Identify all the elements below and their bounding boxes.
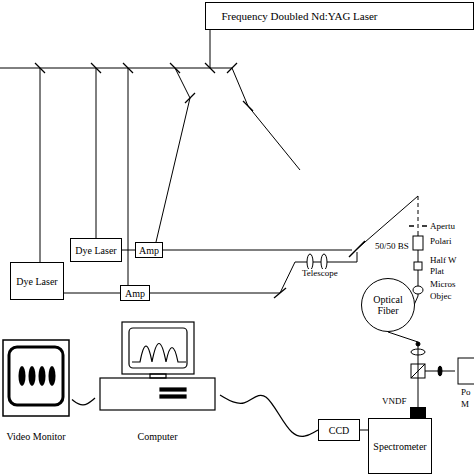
video-monitor-drawing [29, 366, 36, 386]
mirror-symbol [243, 101, 253, 111]
connector-line [122, 250, 135, 251]
aperture-symbol [422, 225, 427, 227]
component-label: Polari [429, 237, 453, 246]
pump-beam [96, 68, 97, 238]
dye-laser-box: Dye Laser [70, 238, 122, 262]
amplifier-box: Amp [120, 285, 150, 301]
video-monitor-drawing [19, 366, 26, 386]
mirror-symbol [170, 63, 180, 73]
half-wave-plate-symbol [414, 262, 422, 270]
node-label: Dye Laser [75, 245, 116, 256]
pump-beam [0, 30, 210, 68]
aperture-symbol [409, 225, 414, 227]
mirror-symbol [35, 63, 45, 73]
aperture-symbol [409, 225, 427, 227]
component-label: Telescope [301, 269, 339, 278]
mirror-symbol [123, 63, 133, 73]
node-label: Amp [139, 245, 159, 256]
microscope-objective-symbol [413, 286, 423, 294]
node-label: Optical Fiber [368, 294, 408, 316]
half-wave-plate-symbol [414, 262, 422, 270]
node-label: Spectrometer [373, 441, 426, 452]
node-label: Computer [138, 431, 178, 442]
node-label: Frequency Doubled Nd:YAG Laser [221, 10, 377, 22]
spectrometer-box: Spectrometer [368, 418, 432, 474]
dye-beam [150, 196, 418, 293]
component-label: Apertu [429, 222, 456, 231]
connector-line [72, 398, 95, 405]
component-label: Micros [429, 280, 457, 289]
telescope-lens [321, 254, 327, 270]
connector-line [360, 430, 368, 431]
mirror-symbol [91, 63, 101, 73]
computer-drawing [129, 328, 187, 368]
computer-drawing [150, 374, 166, 378]
computer-drawing [132, 344, 186, 363]
node-label: Amp [125, 288, 145, 299]
component-label: Po [460, 388, 472, 397]
microscope-objective-symbol [413, 286, 423, 294]
polarizer-symbol [413, 236, 423, 250]
power-meter-symbol [458, 358, 474, 384]
mirror-symbol [205, 63, 215, 73]
computer-unit: Computer [95, 318, 220, 442]
pump-beam [0, 30, 300, 285]
mirror-symbol [35, 63, 286, 298]
dye-beam [163, 250, 352, 251]
fiber-input-path [418, 196, 419, 232]
dye-beam [150, 252, 357, 293]
beam-splitter [349, 241, 365, 257]
component-label: 50/50 BS [374, 242, 410, 251]
component-label: VNDF [381, 397, 408, 406]
video-monitor-drawing [49, 366, 56, 386]
pump-beam [40, 68, 41, 262]
dye-laser-box: Dye Laser [10, 262, 64, 300]
polarizer-symbol [413, 236, 423, 250]
video-monitor-drawing [39, 366, 46, 386]
node-label: CCD [329, 425, 350, 436]
amplifier-box: Amp [135, 242, 163, 258]
ccd-box: CCD [318, 419, 360, 441]
component-label: M [460, 400, 470, 409]
telescope-lens [307, 254, 327, 270]
component-label: Half W [429, 256, 458, 265]
pump-beam [156, 68, 190, 242]
pump-beam [210, 68, 300, 170]
beam-splitter [349, 241, 365, 257]
component-label: Plat [429, 267, 445, 276]
monitor-unit: Video Monitor [0, 336, 72, 442]
computer-drawing [100, 322, 215, 410]
component-label: Objec [429, 292, 453, 301]
computer-drawing [122, 322, 194, 374]
video-monitor-drawing [3, 340, 69, 416]
cube-beam-splitter [438, 366, 442, 376]
video-monitor-drawing [3, 340, 69, 416]
computer-drawing [160, 388, 186, 391]
telescope-lens [307, 254, 313, 270]
pump-beam [128, 68, 129, 285]
node-label: Dye Laser [16, 276, 57, 287]
mirror-symbol [227, 63, 237, 73]
connector-line [220, 395, 318, 436]
computer-drawing [100, 378, 215, 410]
video-monitor-drawing [9, 347, 63, 405]
fiber-loop: Optical Fiber [361, 278, 415, 332]
node-label: Video Monitor [6, 431, 65, 442]
laser-box: Frequency Doubled Nd:YAG Laser [205, 2, 474, 30]
mirror-symbol [185, 93, 195, 103]
computer-drawing [160, 395, 186, 398]
power-meter-symbol [458, 358, 474, 384]
connector-line [64, 293, 120, 294]
